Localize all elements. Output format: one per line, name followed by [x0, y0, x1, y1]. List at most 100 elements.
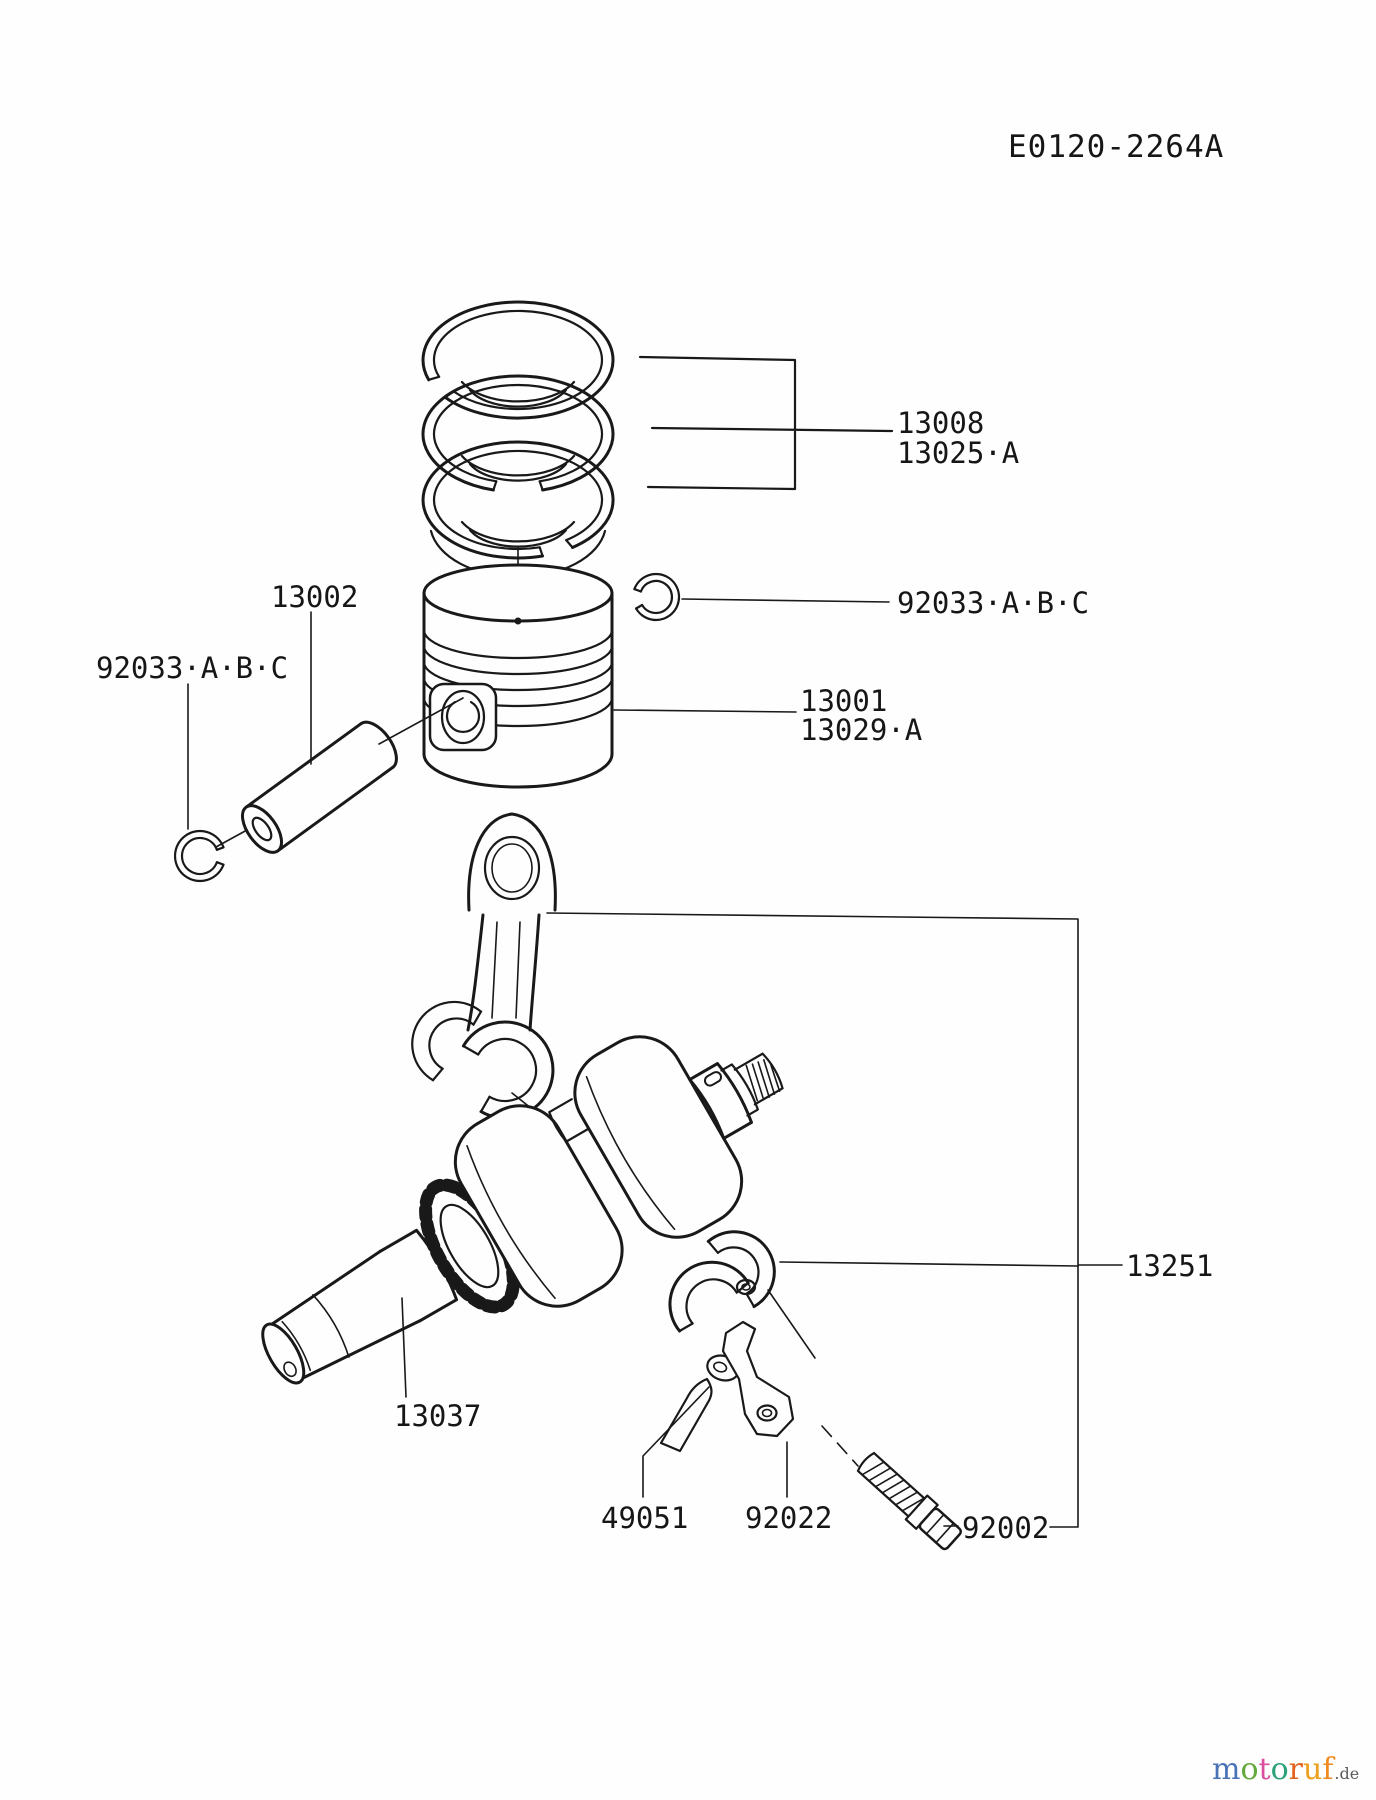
rod-shaft — [466, 913, 541, 1032]
oil-dipper-drawing — [659, 1354, 740, 1453]
crankshaft-drawing — [261, 1035, 784, 1385]
brand-letter: u — [1302, 1752, 1323, 1787]
rod-cap-shell-outer — [411, 1000, 483, 1082]
brand-wordmark[interactable]: motoruf — [1212, 1752, 1333, 1787]
leader-13037 — [401, 1297, 407, 1398]
label-circlip-right: 92033·A·B·C — [897, 586, 1089, 620]
ring2-back-arcs — [460, 454, 576, 482]
crank-left-end-hole — [283, 1361, 297, 1378]
plate-body — [721, 1320, 795, 1438]
brand-letter: m — [1212, 1752, 1241, 1787]
piston-ring-set-drawing — [421, 300, 615, 578]
cap-upper-outer — [706, 1230, 776, 1309]
rod-cap-shell-ends — [431, 1010, 483, 1082]
rod-small-end — [467, 812, 557, 912]
retainer-plate-drawing — [721, 1320, 795, 1438]
crank-left-end-face — [261, 1322, 306, 1385]
label-piston-2: 13029·A — [800, 713, 922, 747]
label-crankshaft: 13037 — [394, 1399, 481, 1433]
crank-collar — [720, 1063, 759, 1117]
ring1-outer — [421, 300, 615, 420]
label-ring-set-2: 13025·A — [897, 436, 1019, 470]
bolt-axis-dashed-line — [821, 1425, 859, 1467]
leader-rod-bracket — [546, 912, 1123, 1528]
bolt-drawing — [856, 1451, 962, 1551]
rod-shaft-ribs — [491, 921, 521, 1019]
ring2-outer — [421, 374, 615, 492]
brand-watermark[interactable]: motoruf.de — [1212, 1752, 1359, 1787]
rod-cap-shell-inner — [428, 1017, 475, 1070]
label-bearing-cap: 13251 — [1126, 1249, 1213, 1283]
cap-lower-outer — [668, 1260, 750, 1333]
crank-thread-hatching — [745, 1059, 781, 1102]
piston-skirt-sides — [422, 591, 614, 756]
ring3-outer — [421, 440, 615, 560]
circlip-left-outer — [173, 829, 225, 883]
dipper-clip-slot — [713, 1361, 728, 1373]
circlip-right-inner — [639, 579, 673, 615]
crank-pin — [548, 1098, 590, 1143]
plate-hole — [756, 1404, 778, 1422]
ring-set-leader-bracket — [638, 355, 894, 491]
rod-small-end-bore — [483, 835, 541, 901]
plate-hole-inner — [761, 1408, 773, 1418]
bolt-thread-hatching — [862, 1461, 924, 1512]
label-retainer-plate: 92022 — [745, 1501, 832, 1535]
piston-ring-grooves — [422, 628, 614, 728]
circlip-left-drawing — [173, 829, 225, 883]
connecting-rod-drawing — [411, 812, 557, 1129]
ring2-inner — [432, 383, 604, 483]
brand-letter: o — [1240, 1752, 1259, 1787]
circlip-right-drawing — [633, 572, 681, 622]
pin-far-cap — [359, 720, 398, 769]
piston-pin-boss — [428, 682, 498, 752]
drawing-code: E0120-2264A — [1008, 129, 1224, 165]
cap-upper-ends — [707, 1240, 756, 1308]
circlip-left-ends — [215, 846, 225, 866]
crank-right-journal — [688, 1062, 753, 1140]
ring3-inner — [432, 449, 604, 551]
brand-suffix[interactable]: .de — [1334, 1764, 1360, 1783]
circlip-right-outer — [633, 572, 681, 622]
cap-lower-inner — [685, 1278, 738, 1325]
rod-big-end-outer — [461, 1020, 555, 1120]
piston-crown-center-dot — [514, 617, 522, 625]
label-oil-dipper: 49051 — [601, 1501, 688, 1535]
piston-skirt-bottom — [422, 752, 614, 789]
leader-49051 — [642, 1386, 710, 1498]
ring2-gap-ends — [492, 480, 544, 492]
circlip-right-ends — [633, 588, 644, 610]
crank-web-left-face-line — [466, 1144, 556, 1300]
label-bolt: 92002 — [962, 1511, 1049, 1545]
crank-taper-lines — [269, 1249, 422, 1380]
bolt-collar — [904, 1494, 939, 1530]
dipper-strip — [659, 1377, 713, 1453]
crank-taper-surface-lines — [281, 1294, 350, 1372]
leader-13251 — [779, 1261, 1079, 1267]
crank-web-right-face-line — [585, 1075, 676, 1231]
label-ring-set-1: 13008 — [897, 406, 984, 440]
piston-pin-drawing — [241, 720, 398, 854]
bolt-axis-solid-line — [767, 1289, 816, 1359]
brand-letter: o — [1270, 1752, 1289, 1787]
piston-pin-bore — [440, 689, 486, 745]
leader-13001 — [613, 709, 797, 713]
crank-keyway — [703, 1071, 723, 1087]
brand-letter: t — [1258, 1752, 1271, 1787]
ring3-back-arcs — [460, 520, 576, 548]
bolt-thread-lines — [856, 1451, 926, 1518]
piston-bore-circlip — [445, 701, 481, 734]
pin-bore-hole — [251, 816, 273, 842]
leader-lines — [187, 611, 1123, 1528]
crank-web-left — [453, 1104, 624, 1308]
circlip-left-inner — [180, 836, 218, 876]
piston-drawing — [422, 563, 614, 789]
bearing-cap-drawing — [668, 1230, 776, 1333]
pin-body-lines — [244, 722, 395, 853]
bolt-hex-head — [918, 1507, 962, 1551]
rod-big-end-ends — [462, 1044, 491, 1113]
ring1-inner — [432, 309, 604, 411]
circlip-right-leader — [681, 598, 890, 603]
